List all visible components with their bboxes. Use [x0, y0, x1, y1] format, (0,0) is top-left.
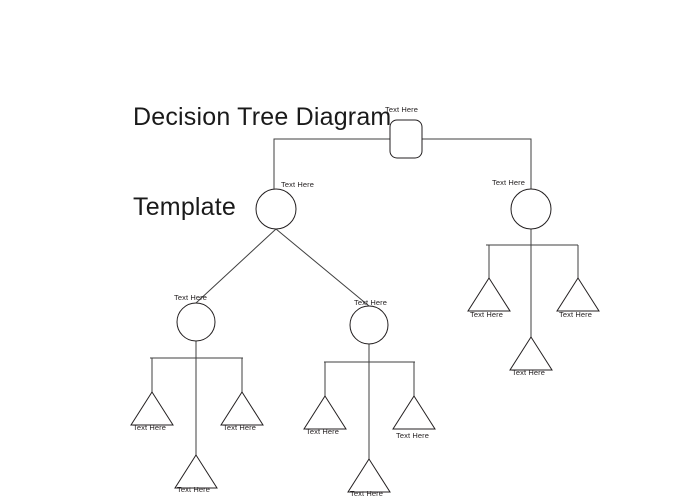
node-label-sub-left: Text Here — [174, 293, 207, 302]
node-label-leaf-mid-a: Text Here — [306, 427, 339, 436]
node-label-leaf-mid-b: Text Here — [396, 431, 429, 440]
node-branch-left-circle[interactable] — [255, 188, 297, 230]
node-label-leaf-left-b: Text Here — [223, 423, 256, 432]
node-label-branch-left: Text Here — [281, 180, 314, 189]
connector-root-to-branch-right — [422, 138, 532, 189]
node-leaf-mid-c-triangle[interactable] — [347, 458, 391, 493]
page-title-line-2: Template — [133, 193, 237, 221]
node-root-rounded-rectangle[interactable] — [389, 119, 423, 159]
connector-branch-left-to-sub-right — [275, 228, 370, 307]
node-label-leaf-right-b: Text Here — [559, 310, 592, 319]
node-label-branch-right: Text Here — [492, 178, 525, 187]
node-label-leaf-left-c: Text Here — [177, 485, 210, 494]
node-leaf-left-b-triangle[interactable] — [220, 391, 264, 426]
page-title-line-1: Decision Tree Diagram — [133, 103, 392, 131]
node-branch-right-circle[interactable] — [510, 188, 552, 230]
shape-layer — [130, 119, 600, 493]
node-leaf-right-c-triangle[interactable] — [509, 336, 553, 371]
node-leaf-mid-a-triangle[interactable] — [303, 395, 347, 430]
node-label-leaf-left-a: Text Here — [133, 423, 166, 432]
page-title: Decision Tree Diagram Template — [133, 42, 391, 252]
edge-layer — [150, 138, 579, 459]
node-leaf-left-c-triangle[interactable] — [174, 454, 218, 489]
node-label-sub-right: Text Here — [354, 298, 387, 307]
connector-root-to-branch-left — [273, 138, 390, 189]
node-label-leaf-right-c: Text Here — [512, 368, 545, 377]
node-sub-left-circle[interactable] — [176, 302, 216, 342]
node-label-leaf-mid-c: Text Here — [350, 489, 383, 498]
node-label-root: Text Here — [385, 105, 418, 114]
node-leaf-mid-b-triangle[interactable] — [392, 395, 436, 430]
node-sub-right-circle[interactable] — [349, 305, 389, 345]
node-leaf-right-b-triangle[interactable] — [556, 277, 600, 312]
node-leaf-left-a-triangle[interactable] — [130, 391, 174, 426]
node-leaf-right-a-triangle[interactable] — [467, 277, 511, 312]
connector-branch-left-to-sub-left — [195, 228, 277, 304]
node-label-leaf-right-a: Text Here — [470, 310, 503, 319]
